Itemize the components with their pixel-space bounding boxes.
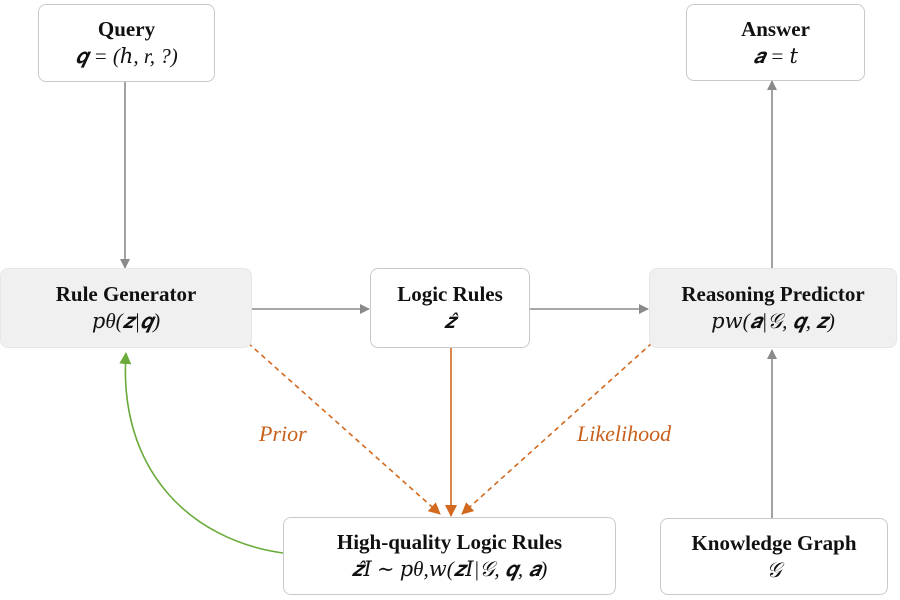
node-query-formula: 𝒒 = (ℎ, r, ?) (75, 44, 178, 68)
edge-label-likelihood: Likelihood (577, 421, 672, 446)
node-knowledge-graph-title: Knowledge Graph (691, 530, 857, 555)
node-query: Query 𝒒 = (ℎ, r, ?) (38, 4, 215, 82)
node-high-quality-rules: High-quality Logic Rules 𝒛̂𝐼 ∼ 𝑝θ,𝑤(𝒛𝐼|𝒢… (283, 517, 616, 595)
edge-prior (247, 342, 441, 515)
node-rule-generator: Rule Generator 𝑝θ(𝒛|𝒒) (0, 268, 252, 348)
node-answer-formula: 𝒂 = 𝑡 (753, 43, 798, 68)
node-logic-rules-formula: 𝒛̂ (444, 309, 456, 333)
node-reasoning-predictor: Reasoning Predictor 𝑝𝑤(𝒂|𝒢, 𝒒, 𝒛) (649, 268, 897, 348)
node-logic-rules-title: Logic Rules (397, 282, 503, 306)
node-knowledge-graph: Knowledge Graph 𝒢 (660, 518, 888, 595)
edge-likelihood (461, 342, 653, 515)
node-high-quality-rules-title: High-quality Logic Rules (336, 530, 563, 554)
node-reasoning-predictor-formula: 𝑝𝑤(𝒂|𝒢, 𝒒, 𝒛) (711, 309, 835, 333)
node-rule-generator-title: Rule Generator (55, 282, 197, 306)
node-answer-title: Answer (741, 16, 810, 41)
node-query-title: Query (97, 17, 156, 41)
edge-label-prior: Prior (259, 421, 307, 446)
node-high-quality-rules-formula: 𝒛̂𝐼 ∼ 𝑝θ,𝑤(𝒛𝐼|𝒢, 𝒒, 𝒂) (351, 557, 548, 581)
node-rule-generator-formula: 𝑝θ(𝒛|𝒒) (91, 309, 161, 333)
node-reasoning-predictor-title: Reasoning Predictor (681, 282, 865, 306)
node-answer: Answer 𝒂 = 𝑡 (686, 4, 865, 81)
node-logic-rules: Logic Rules 𝒛̂ (370, 268, 530, 348)
node-knowledge-graph-formula: 𝒢 (766, 557, 782, 582)
edge-feedback-to-rule-generator (119, 352, 284, 554)
